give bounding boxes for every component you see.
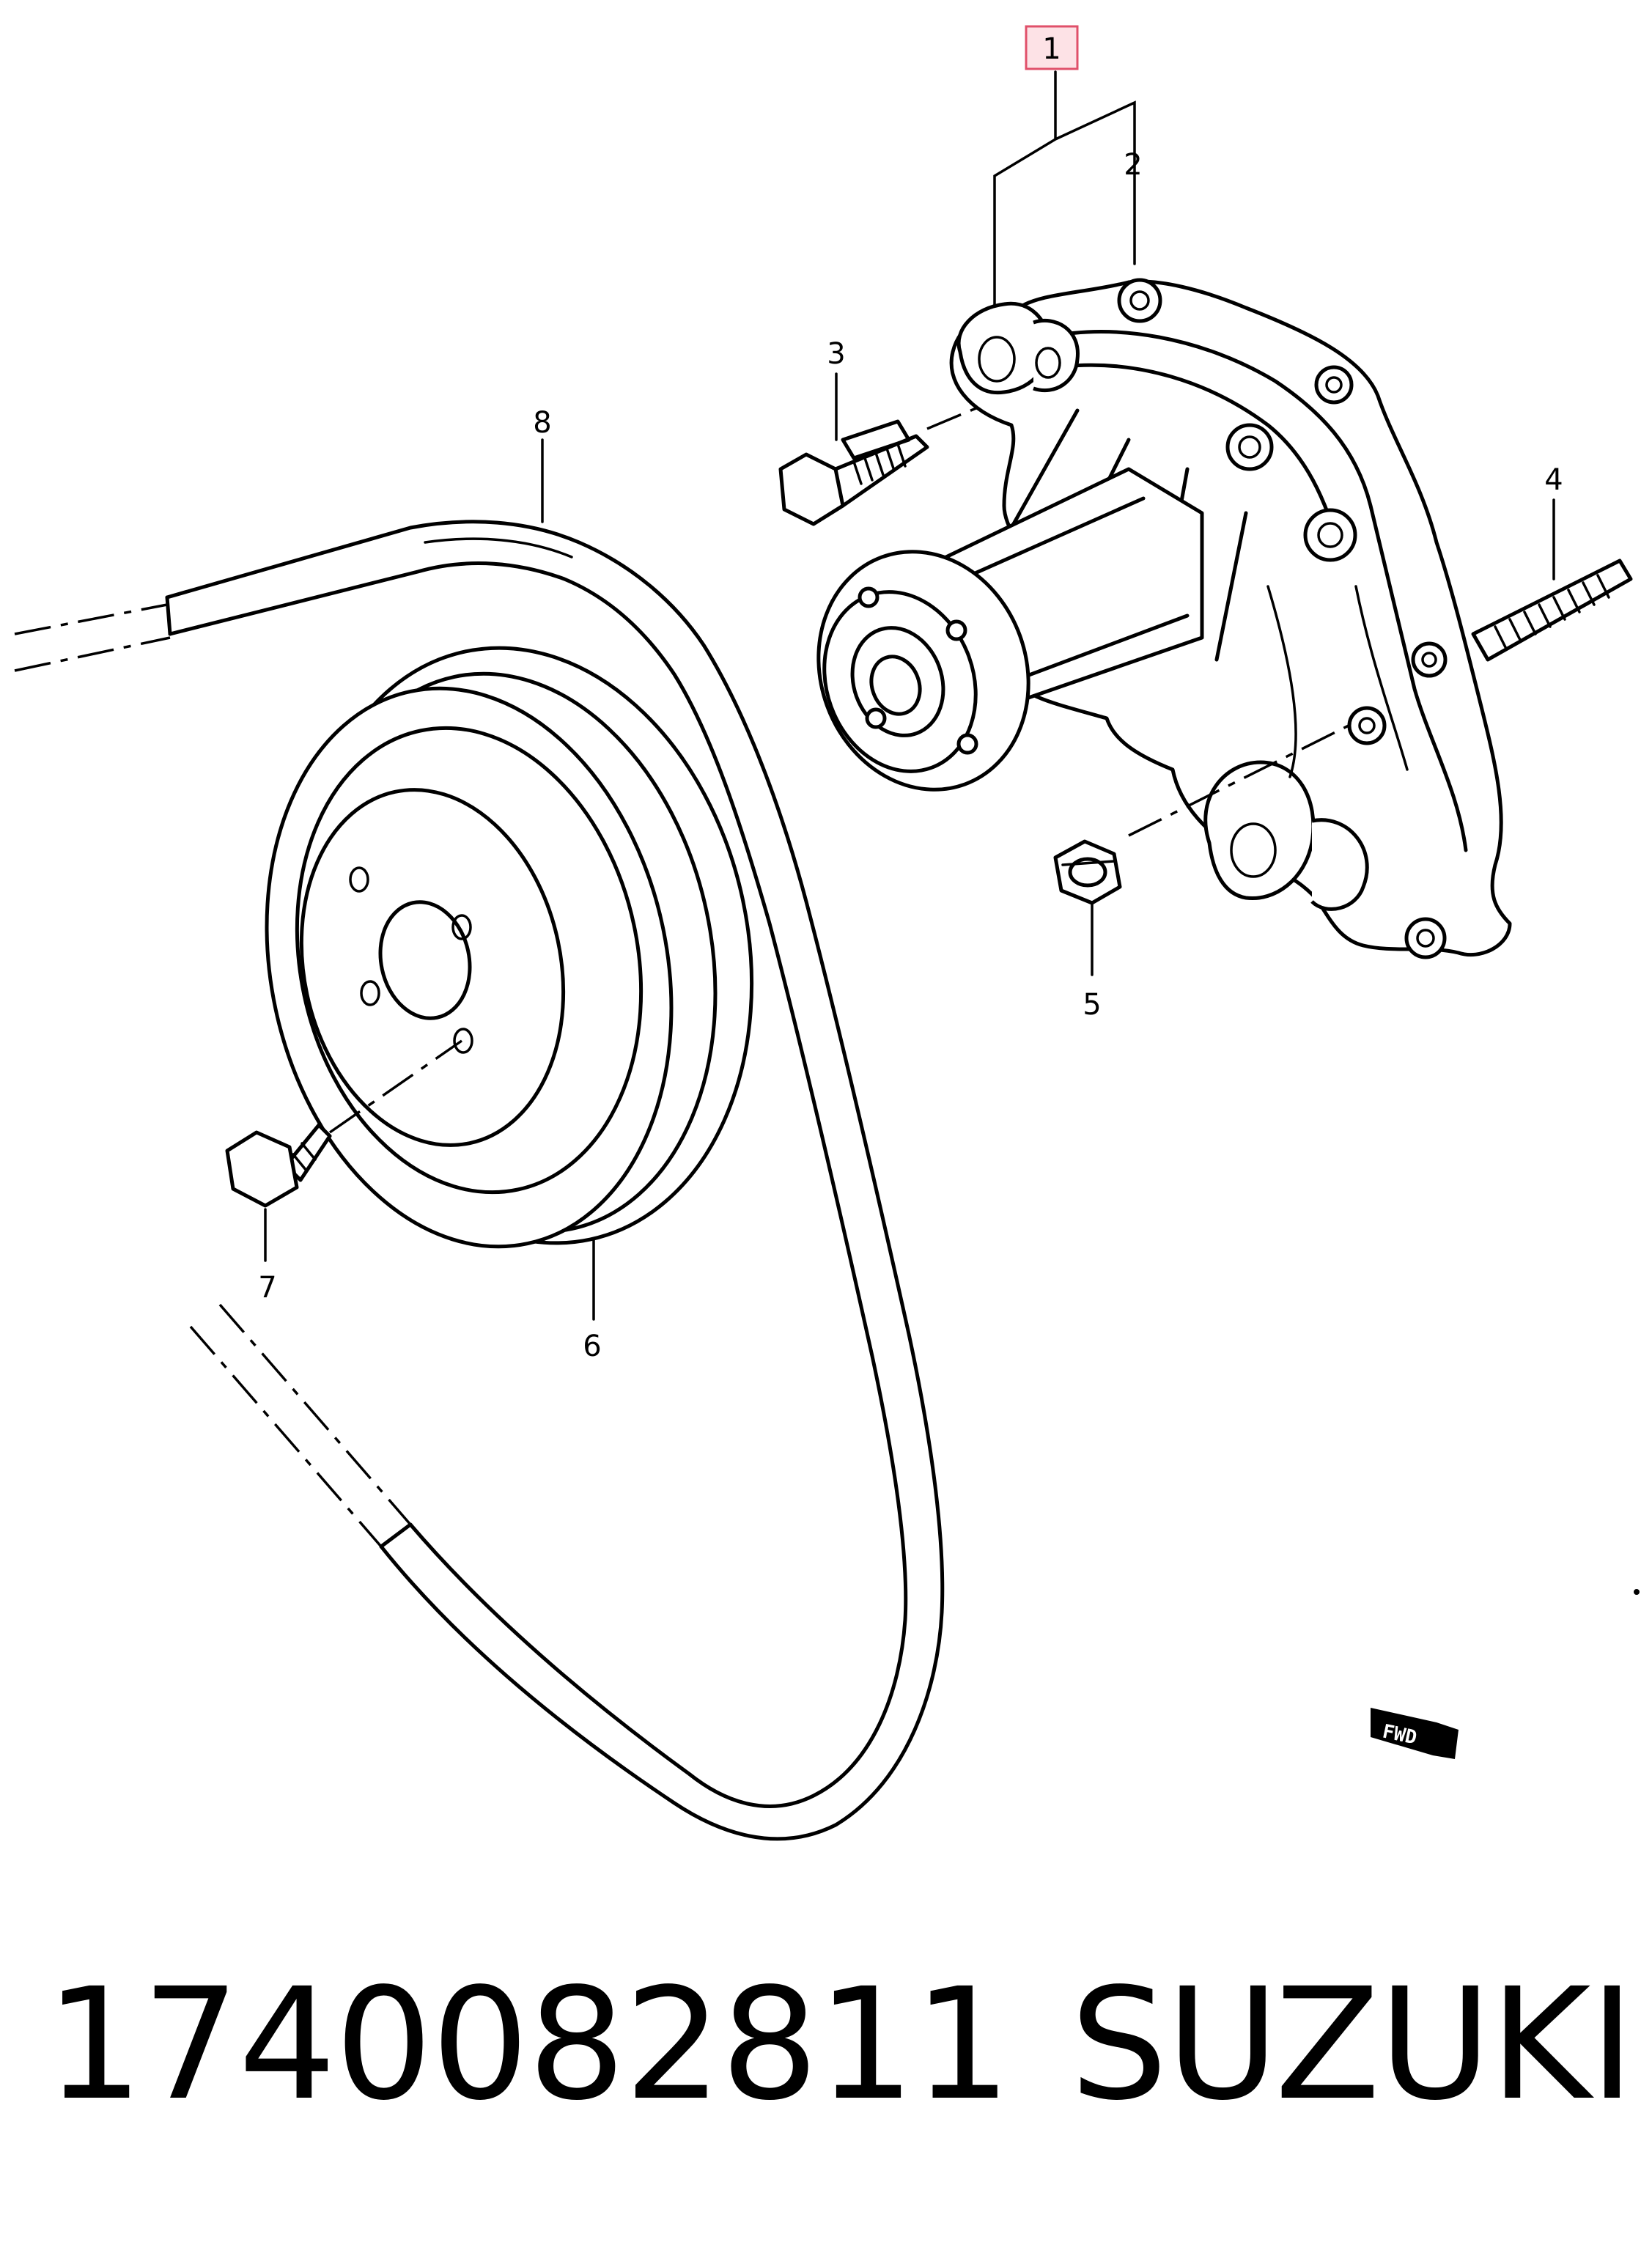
pump-stud-4 — [1471, 559, 1633, 662]
water-pump-pulley-6 — [265, 646, 754, 1249]
callout-6-label: 6 — [583, 1330, 601, 1363]
callout-1-label: 1 — [1042, 32, 1061, 66]
brand-text: SUZUKI — [1070, 1955, 1635, 2134]
callout-3-label: 3 — [827, 337, 845, 371]
pump-bolt-3 — [778, 419, 929, 526]
callout-1-box[interactable] — [1025, 25, 1079, 70]
callout-8-label: 8 — [533, 406, 551, 440]
part-number-text: 1740082811 — [45, 1955, 1011, 2134]
callout-4-label: 4 — [1544, 463, 1563, 497]
pump-nut-5 — [1053, 839, 1122, 905]
callout-7-label: 7 — [258, 1271, 276, 1305]
water-pump-assembly — [816, 278, 1512, 959]
callout-2-label: 2 — [1124, 148, 1142, 182]
callout-5-label: 5 — [1083, 988, 1101, 1022]
callout-1-group[interactable]: 1 — [1025, 25, 1079, 70]
callout-1-bracket — [993, 70, 1136, 309]
v-belt-8 — [165, 520, 945, 1841]
fwd-direction-arrow: FWD — [1371, 1708, 1459, 1759]
pulley-bolt-7 — [225, 1123, 332, 1208]
water-pump-exploded-diagram: 1 2 3 4 — [14, 25, 1640, 1841]
